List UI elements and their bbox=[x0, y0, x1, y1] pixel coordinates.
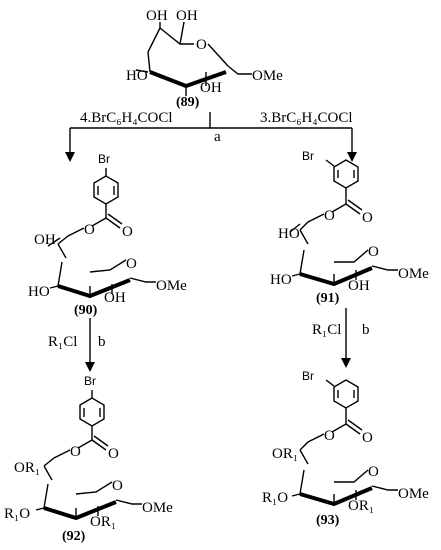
carbonyl-oxygen-label: O bbox=[362, 210, 373, 226]
ome-label: OMe bbox=[398, 486, 429, 502]
reagent-label: 3.BrC₆H₄COCl bbox=[260, 110, 353, 126]
oh-label: OH bbox=[200, 80, 222, 96]
compound-93: Br O O OR₁ O R₁O OR₁ OMe (93) bbox=[262, 369, 429, 528]
step-label: b bbox=[362, 322, 370, 338]
compound-92: Br O O OR₁ O R₁O OR₁ OMe (92) bbox=[4, 374, 173, 544]
compound-number: (92) bbox=[62, 529, 86, 544]
compound-89: OH OH O HO OH OMe (89) bbox=[126, 8, 283, 110]
ester-oxygen-label: O bbox=[324, 428, 335, 444]
oh-label: OH bbox=[348, 278, 370, 294]
ho-label: HO bbox=[126, 68, 148, 84]
or1-label: OR₁ bbox=[90, 514, 116, 530]
step-label: b bbox=[98, 334, 106, 350]
reagent-label: 4.BrC₆H₄COCl bbox=[80, 110, 173, 126]
ome-label: OMe bbox=[156, 278, 187, 294]
compound-number: (89) bbox=[176, 95, 200, 110]
carbonyl-oxygen-label: O bbox=[362, 430, 373, 446]
br-label: Br bbox=[98, 152, 110, 166]
compound-90: Br O O OH O HO OH OMe (90) bbox=[28, 152, 187, 318]
carbonyl-oxygen-label: O bbox=[108, 446, 119, 462]
compound-number: (93) bbox=[316, 513, 340, 528]
compound-91: Br O O HO O HO OH OMe (91) bbox=[270, 149, 429, 306]
reagent-label: R₁Cl bbox=[312, 322, 341, 338]
ome-label: OMe bbox=[142, 500, 173, 516]
or1-label: OR₁ bbox=[348, 498, 374, 514]
branch-arrows bbox=[65, 112, 357, 162]
br-label: Br bbox=[84, 374, 96, 388]
lower-arrows bbox=[85, 308, 351, 372]
ester-oxygen-label: O bbox=[84, 222, 95, 238]
carbonyl-oxygen-label: O bbox=[122, 224, 133, 240]
reagent-label: R₁Cl bbox=[48, 334, 77, 350]
oh-label: OH bbox=[104, 290, 126, 306]
br-label: Br bbox=[302, 369, 314, 383]
oh-label: OH bbox=[176, 8, 198, 24]
br-label: Br bbox=[302, 149, 314, 163]
ester-oxygen-label: O bbox=[324, 208, 335, 224]
ome-label: OMe bbox=[252, 68, 283, 84]
oh-label: OH bbox=[146, 8, 168, 24]
ring-oxygen-label: O bbox=[126, 256, 137, 272]
compound-number: (90) bbox=[74, 303, 98, 318]
oh-label: OH bbox=[34, 232, 56, 248]
ester-oxygen-label: O bbox=[70, 444, 81, 460]
or1-label: OR₁ bbox=[14, 460, 40, 476]
step-label: a bbox=[214, 129, 221, 145]
ring-oxygen-label: O bbox=[368, 464, 379, 480]
or1-label: OR₁ bbox=[272, 446, 298, 462]
ring-oxygen-label: O bbox=[196, 37, 207, 53]
ho-label: HO bbox=[270, 272, 292, 288]
compound-number: (91) bbox=[316, 291, 340, 306]
r1o-label: R₁O bbox=[4, 506, 30, 522]
ome-label: OMe bbox=[398, 266, 429, 282]
ring-oxygen-label: O bbox=[112, 478, 123, 494]
ho-label: HO bbox=[28, 284, 50, 300]
oh-label: HO bbox=[278, 226, 300, 242]
r1o-label: R₁O bbox=[262, 490, 288, 506]
ring-oxygen-label: O bbox=[368, 244, 379, 260]
